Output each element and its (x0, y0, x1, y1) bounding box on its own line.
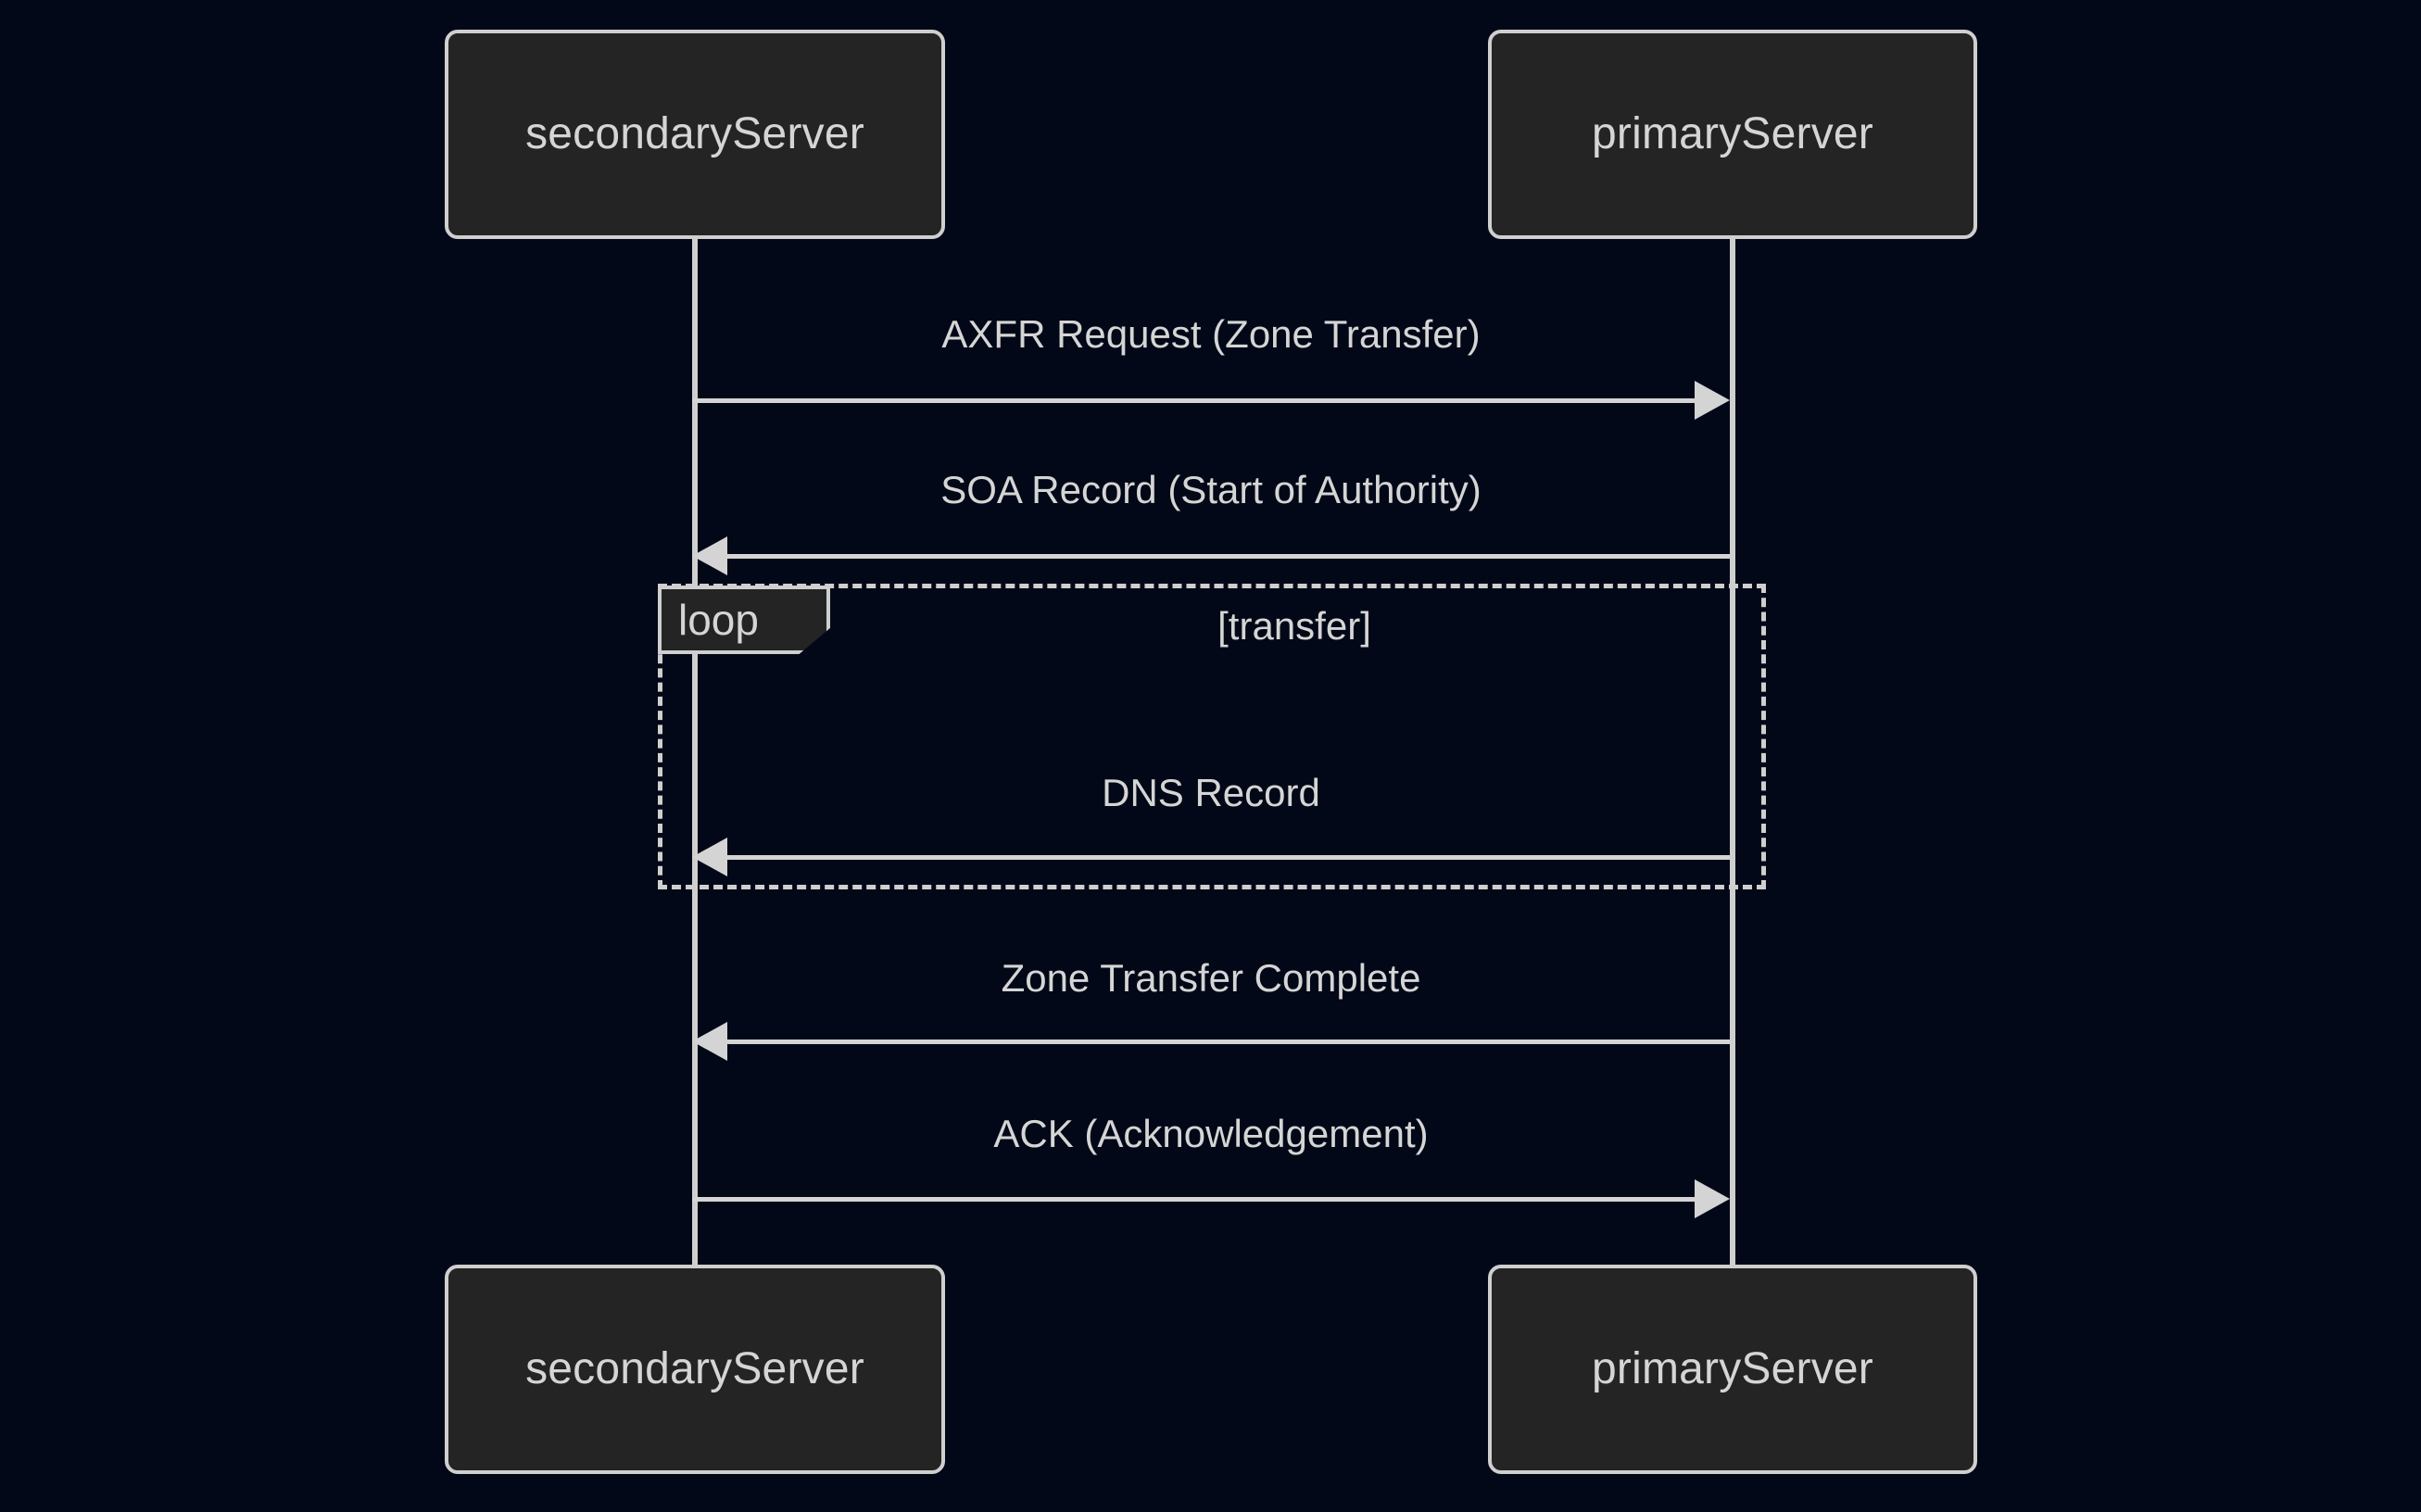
arrowhead-left-icon (692, 1022, 727, 1061)
message-label-zone-transfer-complete: Zone Transfer Complete (1001, 956, 1421, 1000)
message-label-dns-record: DNS Record (1102, 771, 1320, 814)
actor-box-primary-server-bottom[interactable]: primaryServer (1488, 1265, 1977, 1474)
actor-label-secondary-server-bottom: secondaryServer (525, 1344, 864, 1393)
arrowhead-right-icon (1695, 381, 1730, 420)
actor-label-primary-server-bottom: primaryServer (1592, 1344, 1873, 1393)
loop-fragment-condition: [transfer] (1217, 604, 1371, 648)
message-line (724, 855, 1730, 860)
message-label-ack: ACK (Acknowledgement) (993, 1112, 1429, 1155)
lifeline-primary-server (1730, 239, 1735, 1267)
actor-box-primary-server-top[interactable]: primaryServer (1488, 30, 1977, 239)
actor-label-primary-server-top: primaryServer (1592, 109, 1873, 158)
message-label-soa-record: SOA Record (Start of Authority) (940, 468, 1482, 511)
message-line (724, 554, 1730, 559)
lifeline-secondary-server (692, 239, 698, 1267)
message-line (692, 398, 1698, 403)
arrowhead-left-icon (692, 838, 727, 876)
actor-box-secondary-server-bottom[interactable]: secondaryServer (445, 1265, 945, 1474)
arrowhead-left-icon (692, 536, 727, 575)
loop-fragment-keyword: loop (678, 596, 759, 644)
actor-label-secondary-server-top: secondaryServer (525, 109, 864, 158)
actor-box-secondary-server-top[interactable]: secondaryServer (445, 30, 945, 239)
message-line (692, 1197, 1698, 1202)
arrowhead-right-icon (1695, 1179, 1730, 1218)
message-label-axfr-request: AXFR Request (Zone Transfer) (941, 312, 1481, 356)
message-line (724, 1040, 1730, 1044)
loop-fragment-label-box: loop (658, 586, 830, 654)
